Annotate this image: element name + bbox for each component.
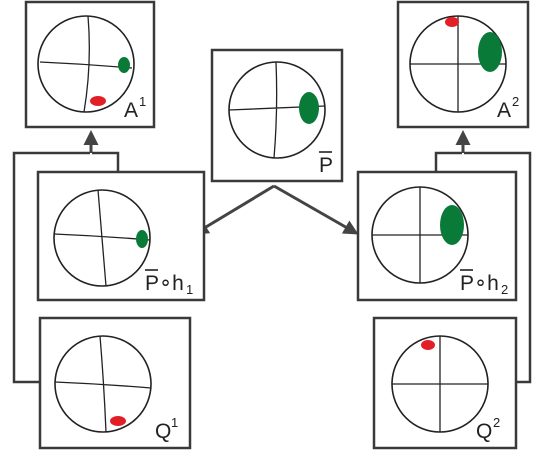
green-blob-a2 xyxy=(478,32,502,72)
label-a1-sup: 1 xyxy=(139,94,146,109)
label-a2-sup: 2 xyxy=(512,94,519,109)
label-p: P xyxy=(319,154,333,177)
box-ph1: P∘h 1 xyxy=(36,170,206,302)
arrow-p-to-ph1 xyxy=(193,184,275,235)
crosshair-q2 xyxy=(392,336,488,432)
box-p: P xyxy=(210,48,344,183)
red-blob-a2 xyxy=(445,17,459,27)
label-ph2: P∘h xyxy=(460,272,499,295)
circle-a1 xyxy=(37,15,135,113)
label-a1: A xyxy=(124,99,138,122)
green-blob-p xyxy=(299,92,319,124)
circle-q1 xyxy=(54,335,152,433)
green-blob-ph2 xyxy=(440,205,464,245)
circle-ph1 xyxy=(53,189,151,287)
green-blob-a1 xyxy=(118,57,130,73)
label-ph1: P∘h xyxy=(145,272,184,295)
red-blob-a1 xyxy=(90,96,106,106)
label-q2-sup: 2 xyxy=(493,415,500,430)
box-a1: A 1 xyxy=(24,0,156,129)
label-q2: Q xyxy=(476,420,492,443)
box-q2: Q 2 xyxy=(372,316,518,450)
label-q1-sup: 1 xyxy=(171,415,178,430)
green-blob-ph1 xyxy=(136,230,148,248)
label-a2: A xyxy=(497,99,511,122)
connector-left-outer xyxy=(12,151,90,384)
label-ph2-sub: 2 xyxy=(501,282,508,297)
red-blob-q1 xyxy=(110,416,126,426)
box-q1: Q 1 xyxy=(38,316,192,450)
arrow-p-to-ph2 xyxy=(273,184,359,235)
connector-left-inner xyxy=(92,151,120,172)
label-ph1-sub: 1 xyxy=(186,282,193,297)
connector-right-inner xyxy=(434,151,462,172)
box-a2: A 2 xyxy=(396,0,530,129)
label-q1: Q xyxy=(155,420,171,443)
box-ph2: P∘h 2 xyxy=(356,170,518,302)
crosshair-q1 xyxy=(54,335,152,433)
red-blob-q2 xyxy=(421,340,435,350)
